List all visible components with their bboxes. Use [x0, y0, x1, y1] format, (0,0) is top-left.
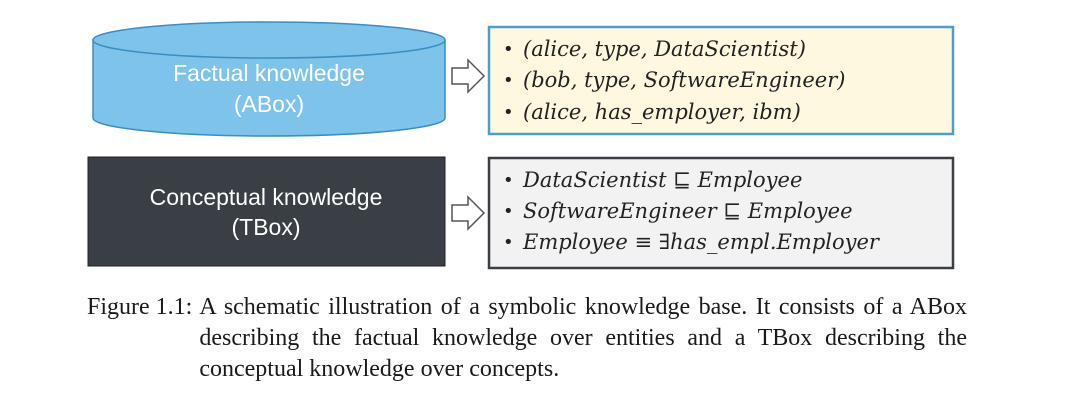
abox-item-1: (alice, type, DataScientist) — [523, 37, 806, 61]
tbox-arrow-icon — [451, 195, 486, 231]
knowledge-base-diagram: Factual knowledge (ABox) • (alice, type,… — [87, 21, 955, 270]
tbox-list: • DataScientist ⊑ Employee • SoftwareEng… — [503, 168, 881, 254]
abox-label-line2: (ABox) — [234, 91, 304, 117]
list-item: • SoftwareEngineer ⊑ Employee — [503, 199, 853, 223]
abox-arrow-icon — [451, 58, 486, 94]
tbox-panel: • DataScientist ⊑ Employee • SoftwareEng… — [487, 156, 955, 270]
tbox-box: Conceptual knowledge (TBox) — [87, 156, 446, 267]
figure-caption: Figure 1.1: A schematic illustration of … — [87, 292, 967, 385]
list-item: • (alice, type, DataScientist) — [503, 37, 806, 61]
abox-item-2: (bob, type, SoftwareEngineer) — [523, 68, 845, 92]
tbox-rect — [87, 156, 446, 267]
abox-label-line1: Factual knowledge — [173, 60, 365, 86]
list-item: • Employee ≡ ∃has_empl.Employer — [503, 230, 881, 254]
abox-cylinder: Factual knowledge (ABox) — [92, 21, 446, 137]
bullet-icon: • — [503, 102, 514, 123]
bullet-icon: • — [503, 201, 514, 222]
bullet-icon: • — [503, 39, 514, 60]
figure-caption-text: A schematic illustration of a symbolic k… — [199, 294, 967, 382]
abox-panel: • (alice, type, DataScientist) • (bob, t… — [487, 25, 955, 136]
tbox-label-line1: Conceptual knowledge — [150, 184, 383, 210]
list-item: • DataScientist ⊑ Employee — [503, 168, 802, 192]
bullet-icon: • — [503, 170, 514, 191]
list-item: • (bob, type, SoftwareEngineer) — [503, 68, 845, 92]
abox-cylinder-top — [92, 21, 446, 59]
bullet-icon: • — [503, 70, 514, 91]
abox-list: • (alice, type, DataScientist) • (bob, t… — [503, 37, 845, 124]
figure-label: Figure 1.1: — [87, 294, 193, 320]
tbox-panel-box — [487, 156, 955, 270]
tbox-label-line2: (TBox) — [232, 214, 301, 240]
abox-item-3: (alice, has_employer, ibm) — [523, 100, 801, 124]
list-item: • (alice, has_employer, ibm) — [503, 100, 801, 124]
bullet-icon: • — [503, 232, 514, 253]
tbox-item-3: Employee ≡ ∃has_empl.Employer — [522, 230, 881, 254]
abox-panel-box — [487, 25, 955, 136]
abox-cylinder-body — [92, 39, 446, 137]
tbox-item-2: SoftwareEngineer ⊑ Employee — [523, 199, 853, 223]
tbox-item-1: DataScientist ⊑ Employee — [522, 168, 802, 192]
